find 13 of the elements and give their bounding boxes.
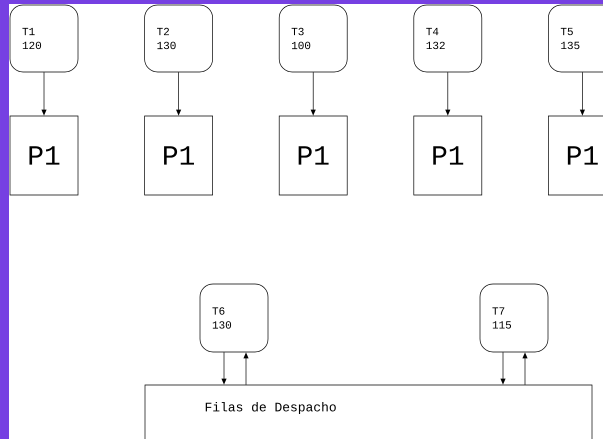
- processor-box: P1: [548, 116, 603, 196]
- processor-box: P1: [413, 116, 482, 196]
- queue-box: Filas de Despacho: [144, 384, 592, 439]
- task-box: T4 132: [413, 4, 482, 72]
- task-box: T7 115: [480, 284, 548, 352]
- task-box: T3 100: [278, 4, 348, 72]
- processor-box: P1: [10, 116, 78, 196]
- task-box: T6 130: [200, 284, 268, 352]
- processor-box: P1: [144, 116, 213, 196]
- task-box: T2 130: [144, 4, 213, 72]
- processor-box: P1: [278, 116, 348, 196]
- task-box: T1 120: [10, 4, 78, 72]
- task-box: T5 135: [548, 4, 603, 72]
